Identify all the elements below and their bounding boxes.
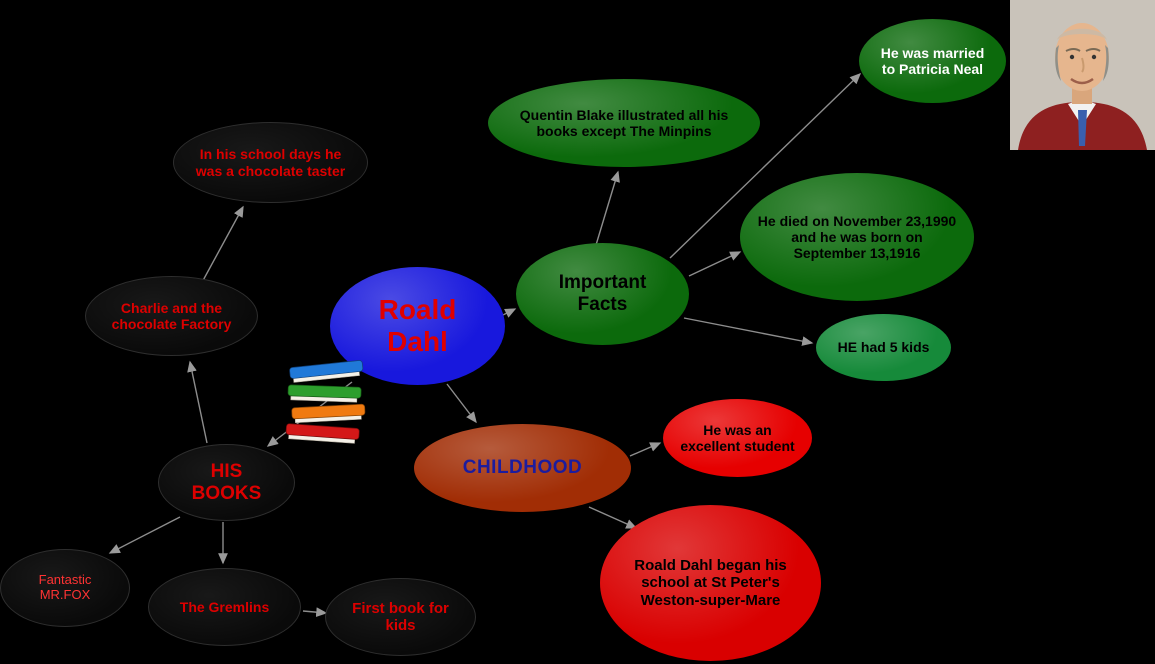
node-quentin-blake: Quentin Blake illustrated all his books … <box>488 79 760 167</box>
roald-dahl-photo <box>1010 0 1155 150</box>
node-five-kids-label: HE had 5 kids <box>837 339 930 356</box>
node-chocolate-taster: In his school days he was a chocolate ta… <box>173 122 368 203</box>
node-his-books-label: HIS BOOKS <box>191 460 262 504</box>
node-chocolate-taster-label: In his school days he was a chocolate ta… <box>195 146 346 179</box>
node-married-patricia-neal: He was married to Patricia Neal <box>859 19 1006 103</box>
node-excellent-student: He was an excellent student <box>663 399 812 477</box>
node-first-book-for-kids-label: First book for kids <box>352 599 449 634</box>
books-stack-icon <box>282 356 370 452</box>
node-fantastic-mr-fox: Fantastic MR.FOX <box>0 549 130 627</box>
node-married-patricia-neal-label: He was married to Patricia Neal <box>880 44 985 77</box>
node-excellent-student-label: He was an excellent student <box>680 421 795 454</box>
node-the-gremlins: The Gremlins <box>148 568 301 646</box>
node-roald-dahl-label: Roald Dahl <box>378 293 457 357</box>
node-died-and-born-dates: He died on November 23,1990 and he was b… <box>740 173 974 301</box>
node-quentin-blake-label: Quentin Blake illustrated all his books … <box>519 106 729 139</box>
node-childhood-label: CHILDHOOD <box>462 457 583 479</box>
node-died-and-born-dates-label: He died on November 23,1990 and he was b… <box>757 212 957 262</box>
node-important-facts: Important Facts <box>516 243 689 345</box>
node-five-kids: HE had 5 kids <box>816 314 951 381</box>
node-important-facts-label: Important Facts <box>558 272 647 315</box>
node-charlie-factory: Charlie and the chocolate Factory <box>85 276 258 356</box>
node-the-gremlins-label: The Gremlins <box>179 598 270 615</box>
node-charlie-factory-label: Charlie and the chocolate Factory <box>111 299 232 332</box>
node-fantastic-mr-fox-label: Fantastic MR.FOX <box>38 572 92 602</box>
node-school-st-peters: Roald Dahl began his school at St Peter'… <box>600 505 821 661</box>
node-childhood: CHILDHOOD <box>414 424 631 512</box>
node-school-st-peters-label: Roald Dahl began his school at St Peter'… <box>634 557 787 609</box>
node-first-book-for-kids: First book for kids <box>325 578 476 656</box>
node-his-books: HIS BOOKS <box>158 444 295 521</box>
